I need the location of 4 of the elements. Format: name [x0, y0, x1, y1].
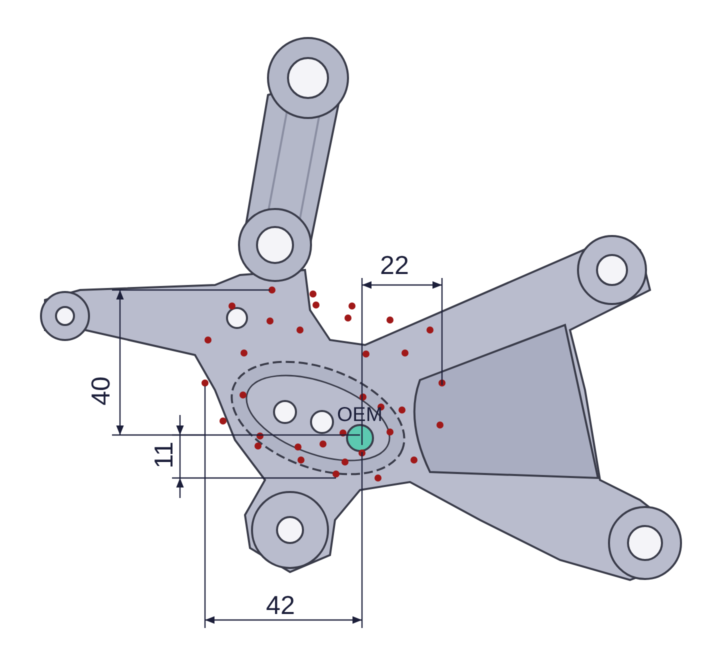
dimension-value: 40: [87, 376, 114, 406]
dimension-value: 42: [266, 592, 295, 618]
dimension-value: 22: [380, 252, 409, 278]
dimension-value: 11: [150, 442, 176, 468]
